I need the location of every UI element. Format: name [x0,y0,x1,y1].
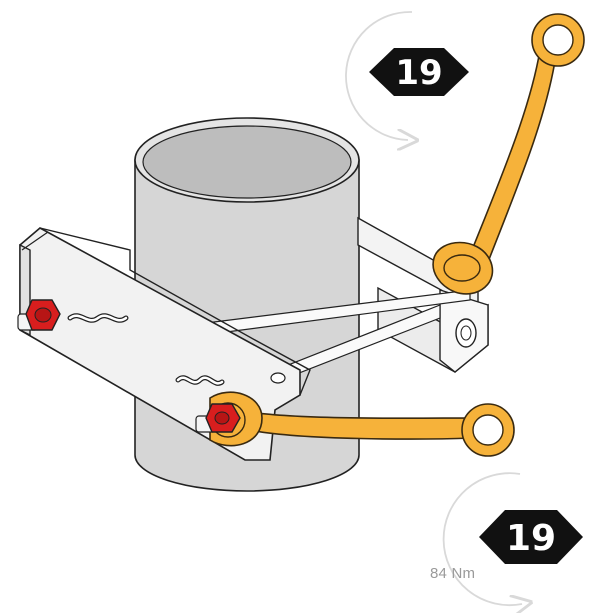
red-nut-lower [195,403,241,433]
top-rotation-arrow [345,11,412,140]
top-rotation-callout: 19 [345,11,469,140]
bottom-wrench-size-label: 19 [506,518,556,559]
top-hex-badge [369,48,469,96]
red-nut-upper [17,299,61,331]
bottom-rotation-arrow [442,472,522,605]
torque-value-label: 84 Nm [430,565,476,582]
bottom-hex-badge [479,510,583,564]
top-wrench-size-label: 19 [395,53,442,93]
bottom-rotation-callout: 19 [442,472,583,605]
front-bracket-hole [270,372,286,384]
top-wrench [432,13,585,295]
